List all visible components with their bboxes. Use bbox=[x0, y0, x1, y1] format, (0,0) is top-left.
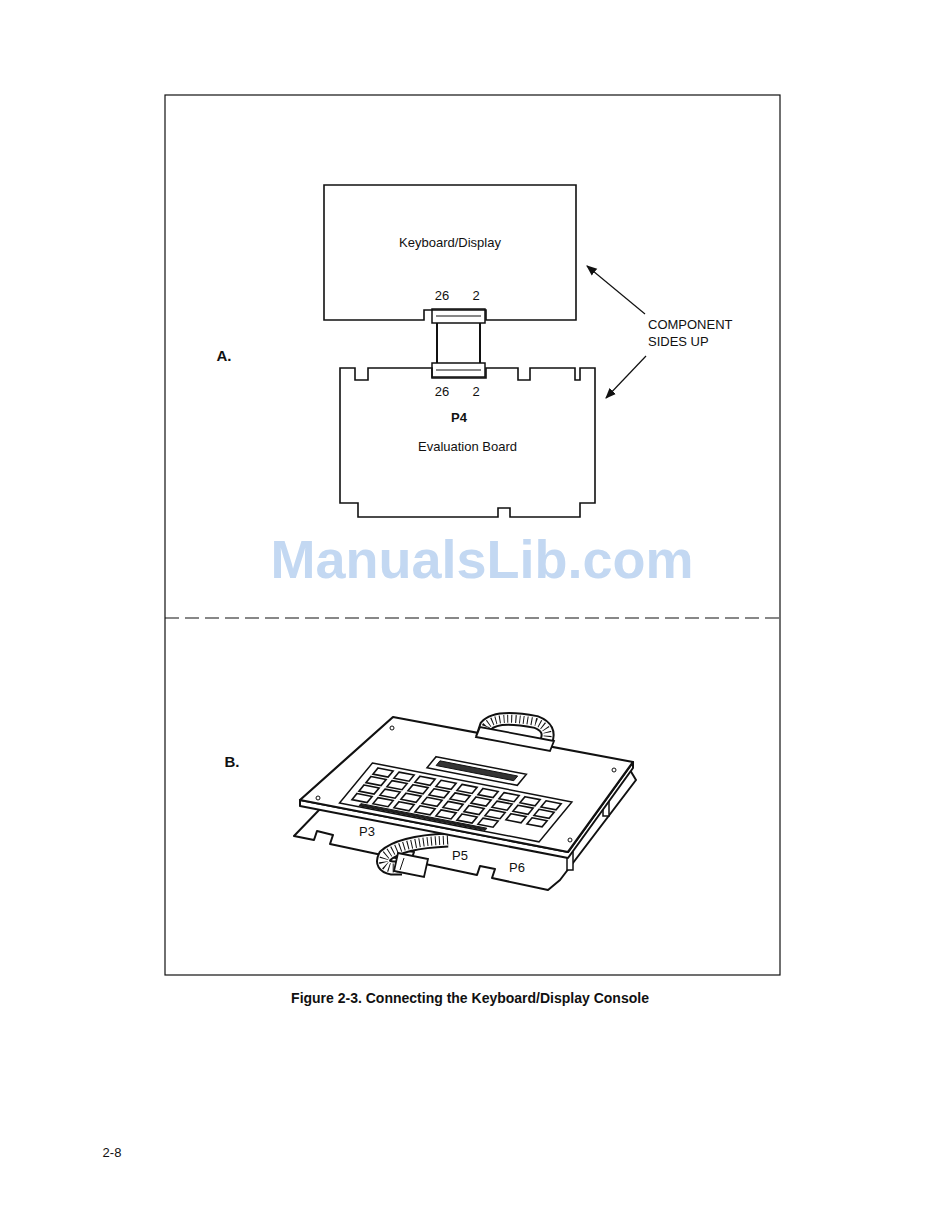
cable-plug bbox=[432, 309, 485, 323]
key bbox=[401, 793, 421, 802]
key bbox=[380, 789, 400, 798]
key bbox=[443, 801, 463, 810]
key bbox=[359, 785, 379, 794]
cable-outline bbox=[436, 318, 481, 370]
key bbox=[485, 810, 505, 819]
figure-caption: Figure 2-3. Connecting the Keyboard/Disp… bbox=[291, 990, 649, 1006]
key bbox=[387, 781, 407, 790]
board-name: Evaluation Board bbox=[340, 439, 595, 454]
key bbox=[457, 784, 477, 793]
part-letter: A. bbox=[217, 347, 232, 366]
keyboard-display-board bbox=[300, 717, 633, 852]
plug-line bbox=[436, 370, 481, 371]
board-name: Keyboard/Display bbox=[324, 235, 576, 250]
console-illustration bbox=[294, 717, 636, 890]
mounting-hole bbox=[390, 726, 394, 730]
key bbox=[422, 797, 442, 806]
key-strip bbox=[359, 804, 487, 831]
key bbox=[366, 777, 386, 786]
key bbox=[492, 801, 512, 810]
pin-number: 26 bbox=[435, 288, 449, 304]
part-letter: B. bbox=[225, 753, 240, 772]
key bbox=[464, 806, 484, 815]
key bbox=[373, 798, 393, 807]
page-number: 2-8 bbox=[103, 1145, 122, 1161]
ribbon-cable bbox=[458, 318, 459, 370]
mounting-hole bbox=[568, 838, 572, 842]
key bbox=[471, 797, 491, 806]
key bbox=[436, 780, 456, 789]
key bbox=[506, 814, 526, 823]
key bbox=[408, 785, 428, 794]
cable-body bbox=[438, 318, 479, 370]
key bbox=[415, 776, 435, 785]
leader-arrow bbox=[606, 356, 646, 398]
plug-line bbox=[400, 858, 404, 870]
board-outline bbox=[324, 185, 576, 320]
key bbox=[429, 789, 449, 798]
key bbox=[436, 810, 456, 819]
key bbox=[457, 814, 477, 823]
cable-plug bbox=[432, 309, 485, 377]
board-box: Keyboard/Display bbox=[324, 185, 576, 320]
key bbox=[478, 818, 498, 827]
connector-name: P4 bbox=[451, 410, 467, 426]
pin-number: 26 bbox=[435, 384, 449, 400]
watermark: ManualsLib.com bbox=[270, 526, 693, 594]
key bbox=[373, 768, 393, 777]
key bbox=[478, 789, 498, 798]
mounting-hole bbox=[612, 768, 616, 772]
display-digits bbox=[436, 761, 518, 781]
key bbox=[527, 818, 547, 827]
key bbox=[520, 797, 540, 806]
key bbox=[513, 805, 533, 814]
key bbox=[394, 802, 414, 811]
divider-line bbox=[165, 617, 780, 618]
cable-plug bbox=[394, 853, 428, 877]
leader-arrow bbox=[587, 266, 645, 314]
key bbox=[394, 772, 414, 781]
note: COMPONENT SIDES UP bbox=[648, 317, 748, 351]
pin-number: 2 bbox=[472, 288, 479, 304]
board-outline bbox=[340, 368, 595, 517]
cable-plug bbox=[476, 727, 554, 751]
connector-name: P3 bbox=[357, 824, 377, 840]
key bbox=[534, 809, 554, 818]
keypad bbox=[340, 757, 572, 842]
connector-name: P6 bbox=[507, 860, 527, 876]
board-box: Evaluation Board bbox=[340, 368, 595, 517]
pin-number: 2 bbox=[472, 384, 479, 400]
board-outline bbox=[324, 185, 576, 320]
plug-line bbox=[436, 316, 481, 317]
front-ribbon-cable bbox=[384, 840, 448, 877]
figure-frame bbox=[165, 95, 780, 975]
key bbox=[415, 806, 435, 815]
key bbox=[450, 793, 470, 802]
rear-ribbon-cable bbox=[476, 719, 554, 751]
mounting-hole bbox=[316, 796, 320, 800]
connector-name: P5 bbox=[450, 848, 470, 864]
keypad-panel bbox=[340, 763, 572, 842]
cable-plug bbox=[432, 363, 485, 377]
key bbox=[541, 801, 561, 810]
key bbox=[499, 793, 519, 802]
key bbox=[352, 794, 372, 803]
